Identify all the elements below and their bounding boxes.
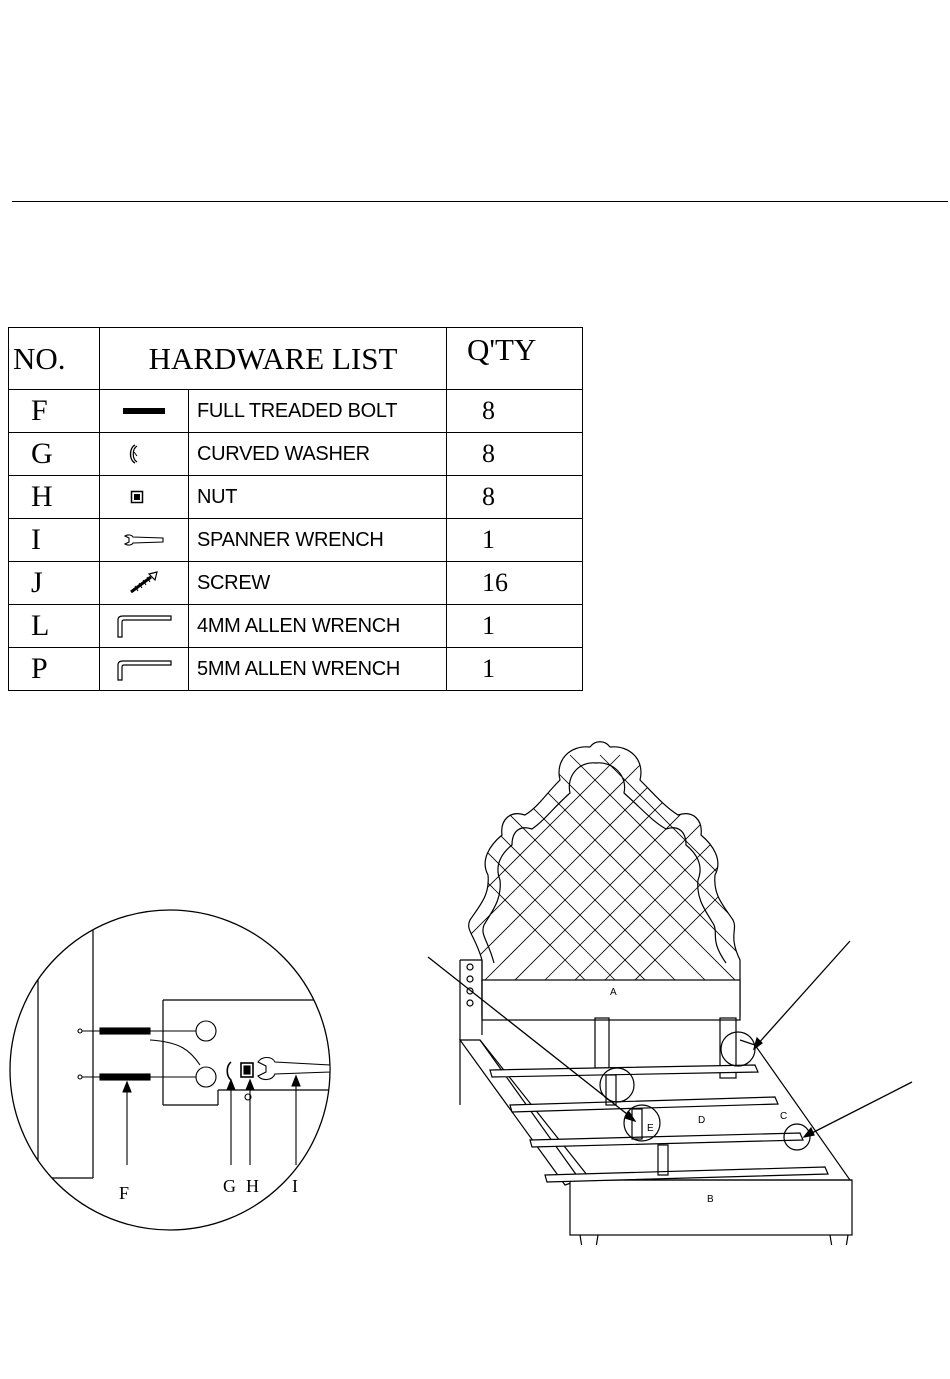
table-row: I SPANNER WRENCH 1 <box>9 519 583 562</box>
row-no: L <box>9 605 100 648</box>
label-h: H <box>246 1176 259 1196</box>
row-qty: 8 <box>447 433 583 476</box>
row-qty: 8 <box>447 390 583 433</box>
row-name: SCREW <box>189 562 447 605</box>
label-d: D <box>698 1115 705 1126</box>
header-no: NO. <box>9 328 100 390</box>
table-row: L 4MM ALLEN WRENCH 1 <box>9 605 583 648</box>
row-qty: 1 <box>447 519 583 562</box>
label-g: G <box>223 1176 236 1196</box>
row-no: G <box>9 433 100 476</box>
row-name: 4MM ALLEN WRENCH <box>189 605 447 648</box>
row-no: F <box>9 390 100 433</box>
row-qty: 16 <box>447 562 583 605</box>
label-a: A <box>610 987 617 998</box>
allen-wrench-icon <box>100 648 189 691</box>
nut-icon <box>100 476 189 519</box>
bolt-detail-diagram: F G H I <box>0 900 350 1250</box>
row-no: I <box>9 519 100 562</box>
hardware-list-table: NO. HARDWARE LIST Q'TY F FULL TREADED BO… <box>8 327 583 691</box>
spanner-wrench-icon <box>100 519 189 562</box>
row-no: H <box>9 476 100 519</box>
row-no: P <box>9 648 100 691</box>
row-no: J <box>9 562 100 605</box>
row-name: CURVED WASHER <box>189 433 447 476</box>
row-name: 5MM ALLEN WRENCH <box>189 648 447 691</box>
allen-wrench-icon <box>100 605 189 648</box>
table-row: J SCREW 16 <box>9 562 583 605</box>
header-hardware-list: HARDWARE LIST <box>100 328 447 390</box>
bolt-icon <box>100 390 189 433</box>
table-row: G CURVED WASHER 8 <box>9 433 583 476</box>
row-name: SPANNER WRENCH <box>189 519 447 562</box>
table-row: P 5MM ALLEN WRENCH 1 <box>9 648 583 691</box>
row-qty: 8 <box>447 476 583 519</box>
table-header-row: NO. HARDWARE LIST Q'TY <box>9 328 583 390</box>
label-f: F <box>119 1183 129 1203</box>
bed-assembly-diagram: A B C D E <box>420 735 950 1245</box>
table-row: H NUT 8 <box>9 476 583 519</box>
row-qty: 1 <box>447 605 583 648</box>
row-name: FULL TREADED BOLT <box>189 390 447 433</box>
label-e: E <box>647 1123 654 1134</box>
row-qty: 1 <box>447 648 583 691</box>
curved-washer-icon <box>100 433 189 476</box>
row-name: NUT <box>189 476 447 519</box>
header-qty: Q'TY <box>447 328 583 390</box>
label-b: B <box>707 1194 714 1205</box>
table-row: F FULL TREADED BOLT 8 <box>9 390 583 433</box>
screw-icon <box>100 562 189 605</box>
label-i: I <box>292 1176 298 1196</box>
label-c: C <box>780 1111 787 1122</box>
top-divider <box>12 201 948 202</box>
